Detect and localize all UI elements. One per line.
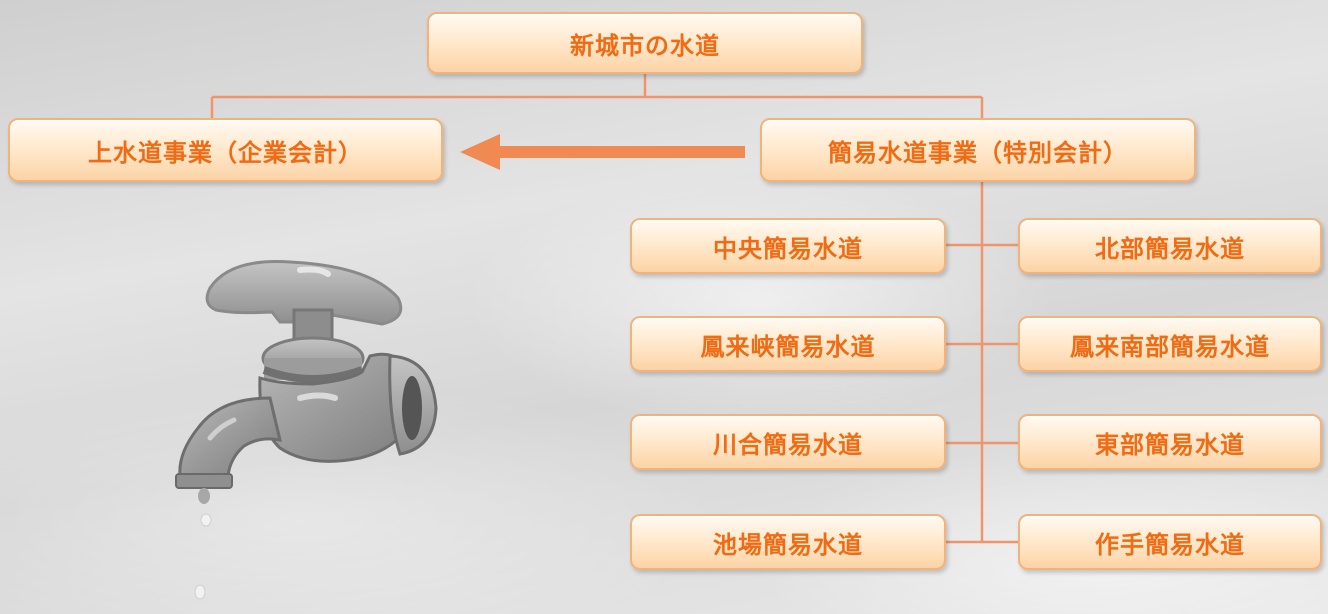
node-root-label: 新城市の水道 xyxy=(570,31,720,60)
node-chuo-label: 中央簡易水道 xyxy=(713,234,863,263)
node-horaikyo: 鳳来峡簡易水道 xyxy=(630,316,946,372)
node-root: 新城市の水道 xyxy=(427,12,863,74)
node-simple-water: 簡易水道事業（特別会計） xyxy=(760,118,1196,182)
node-hokubu: 北部簡易水道 xyxy=(1018,218,1322,274)
node-sakute: 作手簡易水道 xyxy=(1018,514,1322,570)
node-sakute-label: 作手簡易水道 xyxy=(1095,530,1245,559)
node-tobu-label: 東部簡易水道 xyxy=(1095,430,1245,459)
node-upper-water-label: 上水道事業（企業会計） xyxy=(88,138,363,167)
node-tobu: 東部簡易水道 xyxy=(1018,414,1322,470)
node-horainanbu: 鳳来南部簡易水道 xyxy=(1018,316,1322,372)
node-chuo: 中央簡易水道 xyxy=(630,218,946,274)
node-ikeba: 池場簡易水道 xyxy=(630,514,946,570)
node-horaikyo-label: 鳳来峡簡易水道 xyxy=(700,332,876,361)
node-kawai: 川合簡易水道 xyxy=(630,414,946,470)
node-upper-water: 上水道事業（企業会計） xyxy=(8,118,443,182)
node-simple-water-label: 簡易水道事業（特別会計） xyxy=(828,138,1128,167)
node-ikeba-label: 池場簡易水道 xyxy=(713,530,863,559)
node-hokubu-label: 北部簡易水道 xyxy=(1095,234,1245,263)
faucet-icon xyxy=(175,260,438,600)
node-kawai-label: 川合簡易水道 xyxy=(713,430,863,459)
merge-arrow xyxy=(460,134,745,170)
node-horainanbu-label: 鳳来南部簡易水道 xyxy=(1070,332,1270,361)
